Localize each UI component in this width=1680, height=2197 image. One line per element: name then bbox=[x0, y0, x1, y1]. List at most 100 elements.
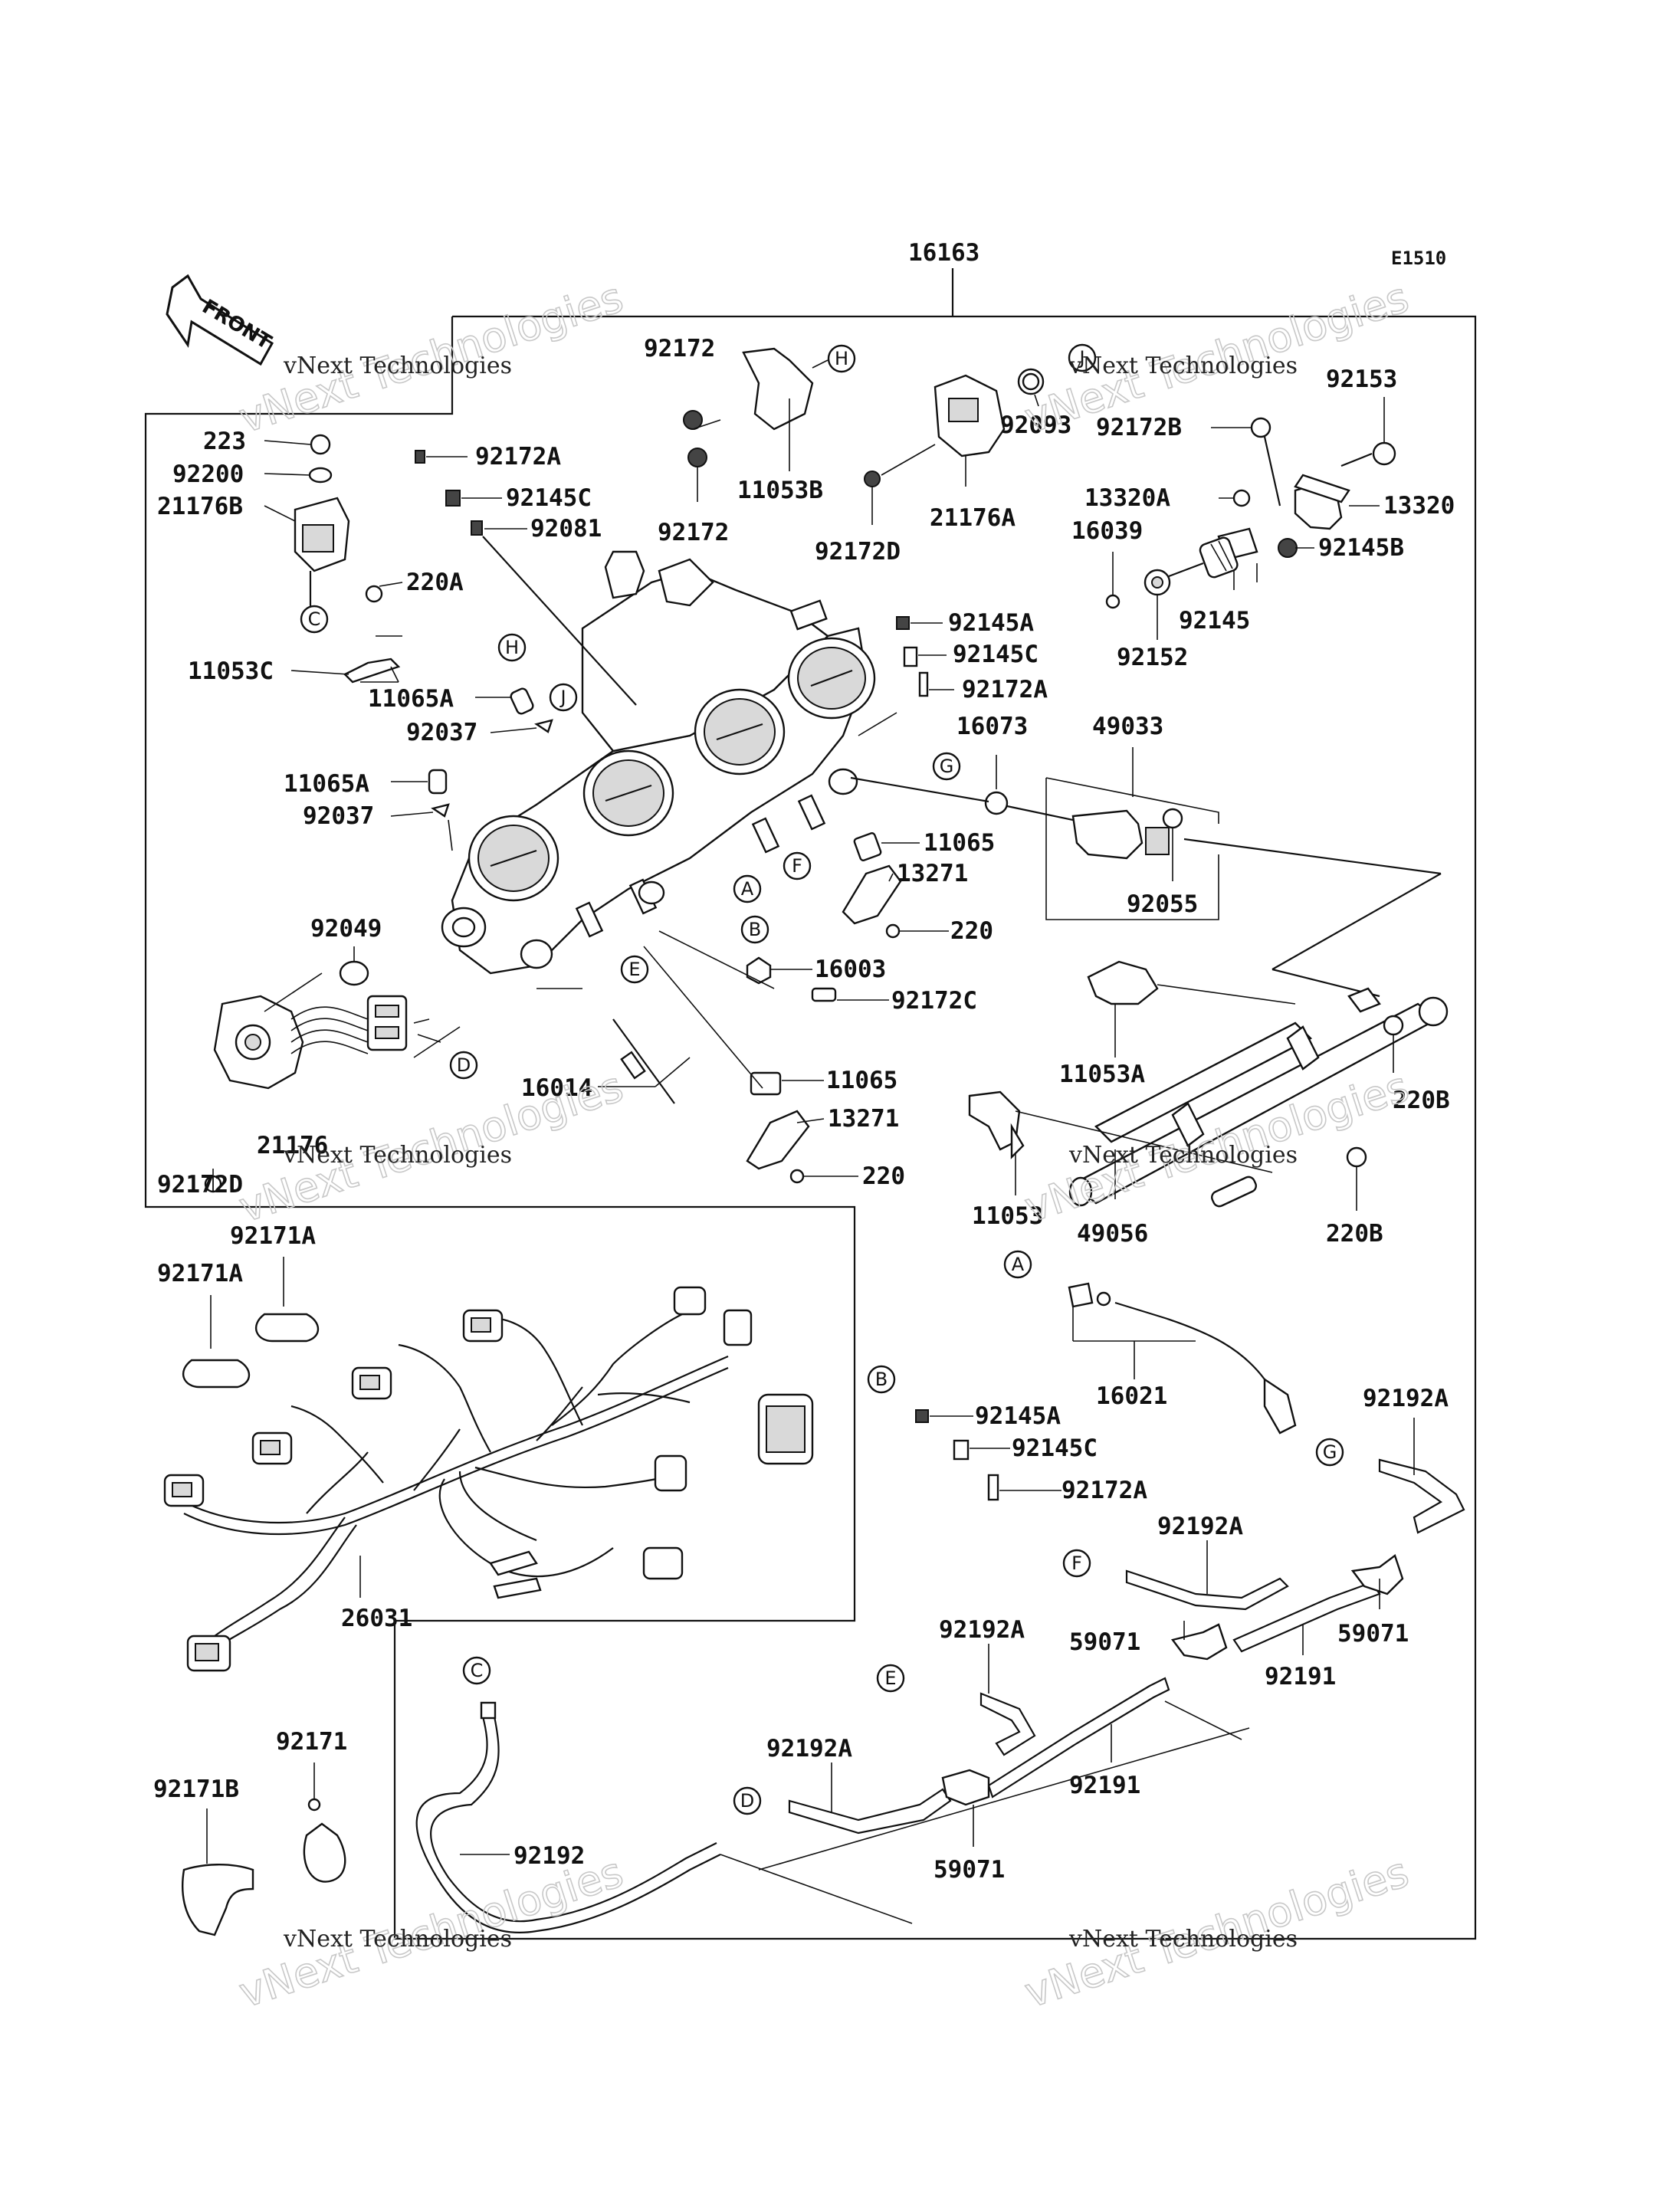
part-label-16021: 16021 bbox=[1096, 1382, 1167, 1410]
part-label-92192A-3: 92192A bbox=[939, 1616, 1025, 1644]
part-label-13320A: 13320A bbox=[1084, 484, 1170, 512]
part-label-92081: 92081 bbox=[530, 515, 602, 543]
watermark-text: vNext Technologies bbox=[283, 353, 512, 379]
part-label-92152: 92152 bbox=[1117, 644, 1188, 671]
part-label-220A: 220A bbox=[406, 569, 464, 596]
part-label-11053C: 11053C bbox=[188, 657, 274, 685]
part-label-26031: 26031 bbox=[341, 1605, 412, 1632]
part-label-223: 223 bbox=[203, 428, 246, 455]
part-label-92171: 92171 bbox=[276, 1728, 347, 1756]
front-arrow-icon: FRONT bbox=[166, 274, 275, 366]
part-label-11053A: 11053A bbox=[1059, 1061, 1145, 1088]
part-label-92172-2: 92172 bbox=[658, 519, 729, 546]
part-label-92145A-1: 92145A bbox=[948, 609, 1034, 637]
part-label-16014: 16014 bbox=[521, 1074, 592, 1102]
part-label-21176: 21176 bbox=[257, 1132, 328, 1159]
part-label-92145C-3: 92145C bbox=[1012, 1435, 1098, 1462]
part-label-59071-3: 59071 bbox=[934, 1856, 1005, 1884]
ref-letter-H-mid: H bbox=[505, 637, 519, 658]
part-label-92172D-2: 92172D bbox=[815, 538, 901, 566]
part-label-220-1: 220 bbox=[950, 917, 993, 945]
watermark-text: vNext Technologies bbox=[283, 1142, 512, 1169]
part-label-92153: 92153 bbox=[1326, 366, 1397, 393]
sensor-21176B-group bbox=[294, 434, 401, 684]
part-label-220B-1: 220B bbox=[1393, 1087, 1450, 1114]
ref-letter-G-mid: G bbox=[940, 756, 954, 777]
part-label-92093: 92093 bbox=[1000, 412, 1071, 439]
part-label-92172A-3: 92172A bbox=[1061, 1477, 1147, 1504]
part-label-92037-1: 92037 bbox=[406, 719, 477, 746]
part-label-92192A-4: 92192A bbox=[766, 1735, 852, 1763]
ref-letter-D-mid: D bbox=[457, 1054, 471, 1076]
part-label-49033: 49033 bbox=[1092, 713, 1163, 740]
ref-letter-B-mid: B bbox=[749, 919, 761, 940]
part-label-92192: 92192 bbox=[514, 1842, 585, 1870]
reference-letters: H J C H J G F A B E D A B G F C E D bbox=[300, 343, 1344, 1815]
part-label-59071-2: 59071 bbox=[1069, 1628, 1140, 1656]
part-label-92145A-2: 92145A bbox=[975, 1402, 1061, 1430]
ref-letter-C-low: C bbox=[471, 1660, 484, 1681]
part-label-92145B: 92145B bbox=[1318, 534, 1404, 562]
watermark-text: vNext Technologies bbox=[1068, 1142, 1298, 1169]
wiring-harness bbox=[163, 1286, 814, 1672]
ref-letter-A-low: A bbox=[1012, 1254, 1025, 1275]
part-label-220B-2: 220B bbox=[1326, 1220, 1383, 1248]
part-label-11065-2: 11065 bbox=[826, 1067, 897, 1094]
ref-letter-J-top: J bbox=[1078, 347, 1084, 369]
ref-letter-E-mid: E bbox=[628, 959, 640, 980]
part-label-92145: 92145 bbox=[1179, 607, 1250, 635]
ref-letter-J-mid: J bbox=[559, 687, 566, 708]
ref-letter-D-low: D bbox=[740, 1790, 754, 1812]
part-label-92172B: 92172B bbox=[1096, 414, 1182, 441]
part-label-92191-2: 92191 bbox=[1069, 1772, 1140, 1799]
part-label-92171B: 92171B bbox=[153, 1776, 239, 1803]
part-label-92172A-1: 92172A bbox=[475, 443, 561, 471]
part-label-92172-1: 92172 bbox=[644, 335, 715, 362]
ref-letter-H-top: H bbox=[835, 348, 848, 369]
diagram-code: E1510 bbox=[1391, 248, 1446, 269]
assembly-frame bbox=[144, 315, 1477, 1940]
part-label-49056: 49056 bbox=[1077, 1220, 1148, 1248]
part-label-92171A-1: 92171A bbox=[157, 1260, 243, 1287]
part-label-16163: 16163 bbox=[908, 239, 979, 267]
part-label-16003: 16003 bbox=[815, 956, 886, 983]
part-label-13271-2: 13271 bbox=[828, 1105, 899, 1133]
watermark-text: vNext Technologies bbox=[1068, 1926, 1298, 1953]
part-label-92049: 92049 bbox=[310, 915, 382, 943]
part-label-11053: 11053 bbox=[972, 1202, 1043, 1230]
part-label-220-2: 220 bbox=[862, 1162, 905, 1190]
part-label-92191-1: 92191 bbox=[1265, 1663, 1336, 1690]
part-label-11053B: 11053B bbox=[737, 477, 823, 504]
part-label-16039: 16039 bbox=[1071, 517, 1143, 545]
part-label-21176B: 21176B bbox=[157, 493, 243, 520]
part-label-13271-1: 13271 bbox=[897, 860, 968, 887]
part-label-13320: 13320 bbox=[1383, 492, 1455, 520]
part-label-92172A-2: 92172A bbox=[962, 676, 1048, 703]
ref-letter-B-low: B bbox=[875, 1369, 888, 1390]
part-label-59071-1: 59071 bbox=[1337, 1620, 1409, 1648]
part-label-92192A-1: 92192A bbox=[1363, 1385, 1449, 1412]
watermark-text: vNext Technologies bbox=[283, 1926, 512, 1953]
part-label-92171A-2: 92171A bbox=[230, 1222, 316, 1250]
part-label-11065-1: 11065 bbox=[924, 829, 995, 857]
part-label-92145C-2: 92145C bbox=[953, 641, 1039, 668]
ref-letter-G-low: G bbox=[1323, 1441, 1337, 1463]
part-label-92192A-2: 92192A bbox=[1157, 1513, 1243, 1540]
part-label-92145C-1: 92145C bbox=[506, 484, 592, 512]
ref-letter-C-left: C bbox=[308, 608, 321, 630]
part-label-11065A-1: 11065A bbox=[368, 685, 454, 713]
throttle-body-assembly bbox=[441, 550, 876, 975]
part-label-11065A-2: 11065A bbox=[284, 770, 369, 798]
fuel-rail bbox=[1068, 987, 1449, 1208]
ref-letter-F-mid: F bbox=[792, 855, 802, 877]
ref-letter-E-low: E bbox=[884, 1667, 896, 1689]
watermark-text: vNext Technologies bbox=[1068, 353, 1298, 379]
part-label-92172C: 92172C bbox=[891, 987, 977, 1015]
sensor-21176-group bbox=[204, 946, 441, 1193]
part-label-92172D-1: 92172D bbox=[157, 1171, 243, 1199]
ref-letter-A-mid: A bbox=[741, 878, 754, 900]
part-label-92055: 92055 bbox=[1127, 890, 1198, 918]
ref-letter-F-low: F bbox=[1071, 1553, 1082, 1574]
part-label-92037-2: 92037 bbox=[303, 802, 374, 830]
